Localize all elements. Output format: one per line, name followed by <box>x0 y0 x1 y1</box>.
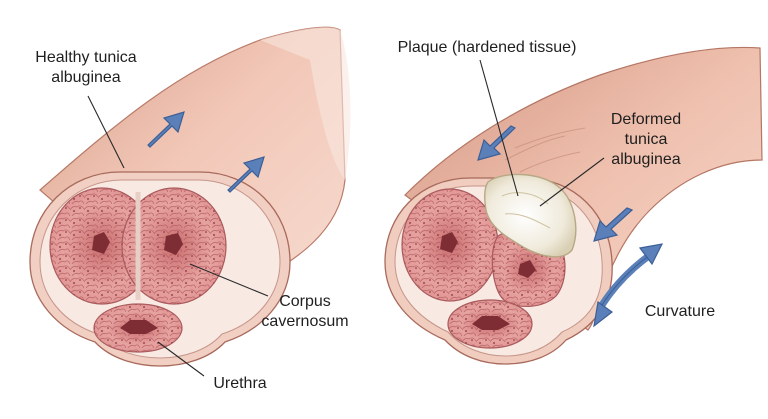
curved-cross-section <box>384 173 613 365</box>
label-healthy-tunica-line2: albuginea <box>51 69 121 86</box>
leader-urethra <box>157 341 205 377</box>
deformed-surface-lines <box>504 127 586 173</box>
healthy-cross-section <box>29 171 291 367</box>
label-healthy-tunica-line1: Healthy tunica <box>35 49 136 66</box>
straight-arrow-icon <box>593 207 634 242</box>
urethra-lumen <box>120 320 158 334</box>
straight-arrow-icon <box>147 111 185 148</box>
label-urethra: Urethra <box>213 375 266 392</box>
leader-plaque <box>479 59 519 197</box>
label-plaque: Plaque (hardened tissue) <box>398 39 577 56</box>
label-deformed-line3: albuginea <box>611 151 681 168</box>
straight-arrow-icon <box>227 156 265 193</box>
label-deformed-line1: Deformed <box>611 111 681 128</box>
label-corpus-cavernosum-line1: Corpus <box>279 293 331 310</box>
central-artery-right <box>164 233 183 255</box>
label-deformed-line2: tunica <box>625 131 668 148</box>
leader-deformed-tunica <box>539 157 605 207</box>
double-headed-curved-arrow-icon <box>593 243 664 328</box>
central-artery-left <box>92 232 110 254</box>
label-curvature: Curvature <box>645 303 715 320</box>
label-corpus-cavernosum-line2: cavernosum <box>261 313 348 330</box>
plaque-hardened-tissue <box>483 173 577 258</box>
straight-arrow-icon <box>477 125 517 161</box>
leader-corpus-cavernosum <box>189 263 269 297</box>
leader-healthy-tunica <box>87 95 125 169</box>
